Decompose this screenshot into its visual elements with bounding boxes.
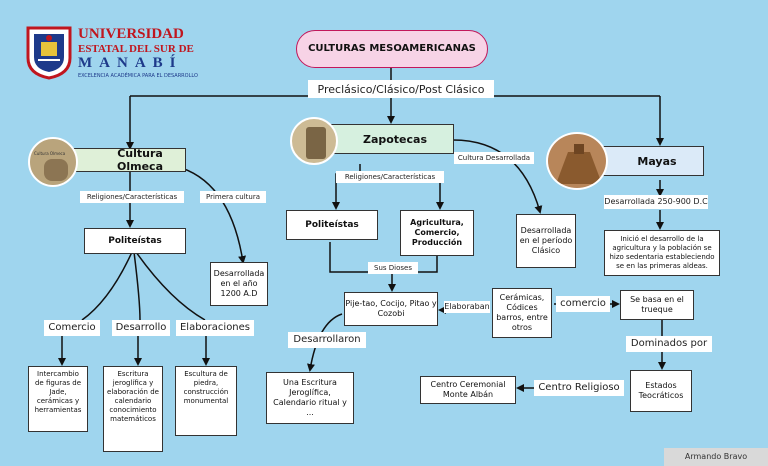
mayas-centro-ceremonial-box: Centro Ceremonial Monte Albán: [420, 376, 516, 404]
olmeca-elaboraciones-label: Elaboraciones: [176, 320, 254, 336]
zapotecas-politeistas-box: Politeístas: [286, 210, 378, 240]
olmeca-intercambio-box: Intercambio de figuras de Jade, cerámica…: [28, 366, 88, 432]
olmeca-rel-label: Religiones/Características: [80, 191, 184, 203]
mayas-estados-box: Estados Teocráticos: [630, 370, 692, 412]
zapotecas-sus-dioses-label: Sus Dioses: [368, 262, 418, 274]
olmeca-first-label: Primera cultura: [200, 191, 266, 203]
zapotecas-ceramicas-box: Cerámicas, Códices barros, entre otros: [492, 288, 552, 338]
zapotecas-agricultura-box: Agricultura, Comercio, Producción: [400, 210, 474, 256]
university-seal-icon: [26, 26, 72, 80]
periods-label: Preclásico/Clásico/Post Clásico: [308, 80, 494, 98]
university-logo: UNIVERSIDAD ESTATAL DEL SUR DE MANABÍ EX…: [24, 24, 198, 82]
olmeca-comercio-label: Comercio: [44, 320, 100, 336]
zapotecas-desarrollaron-label: Desarrollaron: [288, 332, 366, 348]
logo-tagline: EXCELENCIA ACADÉMICA PARA EL DESARROLLO: [78, 73, 198, 79]
mayas-desarrollada-label: Desarrollada 250-900 D.C: [604, 195, 708, 209]
logo-line3: MANABÍ: [78, 55, 183, 71]
olmeca-politeistas-box: Politeístas: [84, 228, 186, 254]
mayan-pyramid-icon: [556, 144, 602, 184]
zapotecas-desarrollada-box: Desarrollada en el período Clásico: [516, 214, 576, 268]
olmeca-desarrollo-label: Desarrollo: [112, 320, 170, 336]
olmeca-desarrollada-box: Desarrollada en el año 1200 A.D: [210, 262, 268, 306]
author-label: Armando Bravo: [664, 448, 768, 466]
olmeca-escritura-box: Escritura jeroglífica y elaboración de c…: [103, 366, 163, 452]
logo-line1: UNIVERSIDAD: [78, 26, 184, 42]
zapotecas-rel-label: Religiones/Características: [336, 171, 444, 183]
olmeca-photo: Cultura Olmeca: [28, 137, 78, 187]
mayas-comercio-label: comercio: [556, 296, 610, 312]
olmeca-title-box: Cultura Olmeca: [60, 148, 186, 172]
zapotecas-escritura-box: Una Escritura Jeroglífica, Calendario ri…: [266, 372, 354, 424]
zapotecas-photo: [290, 117, 338, 165]
olmeca-photo-caption: Cultura Olmeca: [34, 151, 66, 156]
zapotecas-cultura-label: Cultura Desarrollada: [454, 152, 534, 164]
zapotecas-elaboraban-label: Elaboraban: [444, 301, 490, 313]
mayas-dominados-label: Dominados por: [626, 336, 712, 352]
zapotecas-dioses-box: Pije-tao, Cocijo, Pitao y Cozobi: [344, 292, 438, 326]
title-box: CULTURAS MESOAMERICANAS: [296, 30, 488, 68]
olmeca-escultura-box: Escultura de piedra, construcción monume…: [175, 366, 237, 436]
mayas-inicio-box: Inició el desarrollo de la agricultura y…: [604, 230, 720, 276]
logo-line2: ESTATAL DEL SUR DE: [78, 43, 194, 55]
mayas-photo: [546, 132, 608, 190]
mayas-centro-religioso-label: Centro Religioso: [534, 380, 624, 396]
mayas-trueque-box: Se basa en el trueque: [620, 290, 694, 320]
